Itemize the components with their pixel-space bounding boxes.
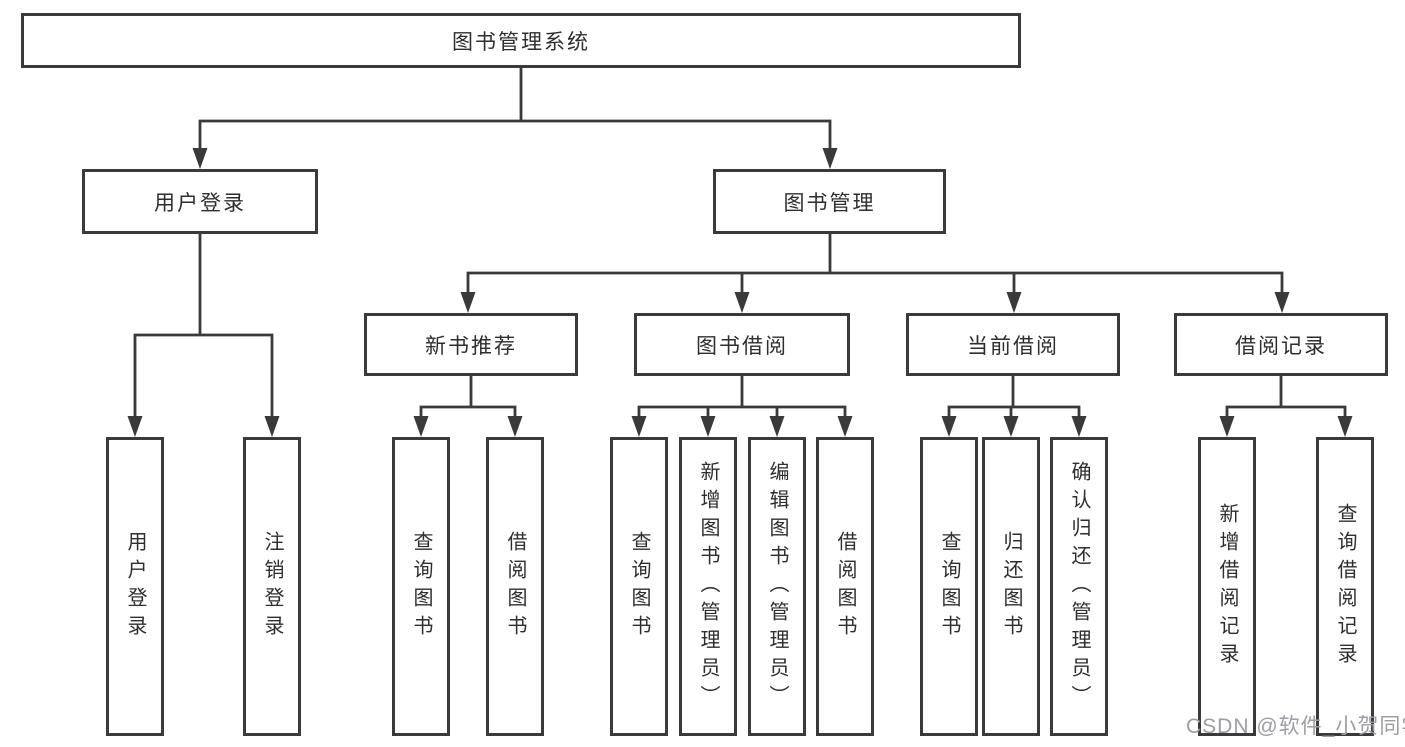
node-label: 借阅图书 [504,530,526,643]
node-label: 注销登录 [261,530,283,643]
node-leaf-borrow-borrow-books: 借阅图书 [816,437,874,736]
node-leaf-recommend-borrow-books: 借阅图书 [486,437,544,736]
node-label: 查询图书 [628,530,650,643]
node-user-login: 用户登录 [82,169,318,234]
node-label: 查询图书 [410,530,432,643]
node-leaf-user-login: 用户登录 [106,437,164,736]
node-borrow-records: 借阅记录 [1174,313,1388,376]
node-leaf-recommend-query-books: 查询图书 [392,437,450,736]
node-label: 新增借阅记录 [1216,502,1238,671]
node-label: 查询借阅记录 [1334,502,1356,671]
node-label: 查询图书 [938,530,960,643]
node-leaf-current-confirm-return-admin: 确认归还（管理员） [1050,437,1108,736]
node-leaf-logout: 注销登录 [243,437,301,736]
watermark-text: CSDN @软件_小贺同学 [1186,715,1405,738]
node-leaf-records-query-record: 查询借阅记录 [1316,437,1374,736]
node-label: 编辑图书（管理员） [766,460,788,713]
node-leaf-current-query-books: 查询图书 [920,437,978,736]
node-leaf-borrow-query-books: 查询图书 [610,437,668,736]
node-new-book-recommend: 新书推荐 [364,313,578,376]
connector-paths [133,68,1347,417]
node-root: 图书管理系统 [21,13,1021,68]
node-book-borrow: 图书借阅 [634,313,850,376]
node-label: 借阅图书 [834,530,856,643]
node-label: 确认归还（管理员） [1068,460,1090,713]
node-label: 归还图书 [1000,530,1022,643]
node-current-borrow: 当前借阅 [906,313,1120,376]
node-label: 用户登录 [124,530,146,643]
node-book-management: 图书管理 [713,169,946,234]
node-leaf-borrow-edit-books-admin: 编辑图书（管理员） [748,437,806,736]
node-leaf-current-return-books: 归还图书 [982,437,1040,736]
node-leaf-records-add-record: 新增借阅记录 [1198,437,1256,736]
node-leaf-borrow-add-books-admin: 新增图书（管理员） [679,437,737,736]
arrowhead-icons [127,148,1353,437]
node-label: 新增图书（管理员） [697,460,719,713]
